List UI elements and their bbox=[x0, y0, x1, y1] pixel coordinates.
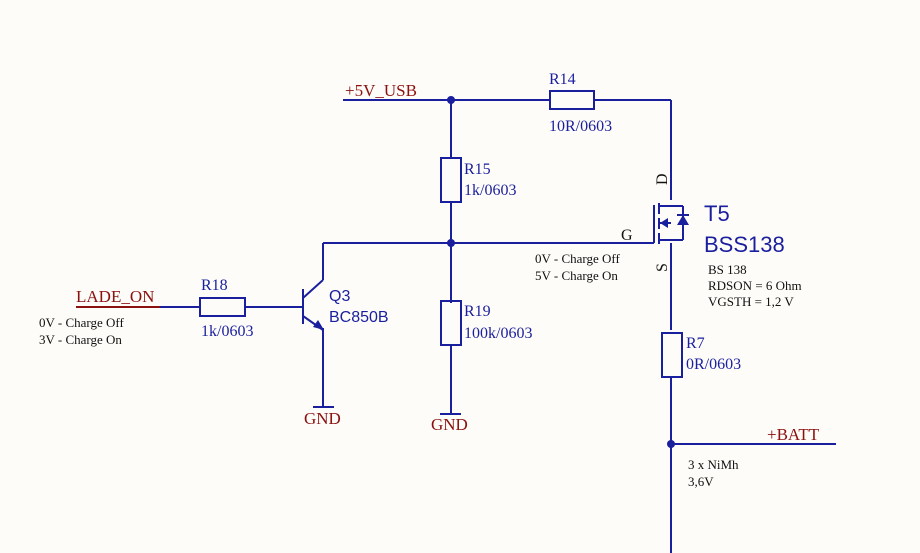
net-label-batt: +BATT bbox=[767, 425, 820, 444]
value-r7: 0R/0603 bbox=[686, 356, 741, 373]
resistor-r14[interactable]: R14 10R/0603 bbox=[549, 71, 612, 135]
resistor-r18[interactable]: R18 1k/0603 bbox=[199, 277, 253, 340]
pin-label-drain: D bbox=[654, 173, 671, 185]
note-line: 3V - Charge On bbox=[39, 332, 122, 347]
value-r15: 1k/0603 bbox=[464, 182, 516, 199]
emitter-arrow-icon bbox=[313, 320, 324, 330]
note-batt: 3 x NiMh 3,6V bbox=[688, 457, 739, 489]
net-label-5v-usb: +5V_USB bbox=[345, 81, 417, 100]
value-t5: BSS138 bbox=[704, 232, 785, 257]
value-r19: 100k/0603 bbox=[464, 325, 532, 342]
value-q3: BC850B bbox=[329, 309, 389, 326]
note-line: 0V - Charge Off bbox=[39, 315, 125, 330]
designator-r7: R7 bbox=[686, 335, 705, 352]
gnd-label-r19: GND bbox=[431, 415, 468, 434]
t5-note-1: BS 138 bbox=[708, 262, 747, 277]
note-lade-on: 0V - Charge Off 3V - Charge On bbox=[39, 315, 125, 347]
note-line: 3,6V bbox=[688, 474, 714, 489]
note-line: 5V - Charge On bbox=[535, 268, 618, 283]
body-arrow-icon bbox=[660, 218, 668, 228]
wires bbox=[160, 99, 836, 553]
t5-note-2: RDSON = 6 Ohm bbox=[708, 278, 802, 293]
resistor-body bbox=[440, 300, 462, 346]
note-gate: 0V - Charge Off 5V - Charge On bbox=[535, 251, 621, 283]
designator-r18: R18 bbox=[201, 277, 228, 294]
mosfet-t5[interactable]: D S G T5 BSS138 BS 138 RDSON = 6 Ohm VGS… bbox=[621, 173, 802, 309]
junction-dot bbox=[447, 96, 455, 104]
resistor-r15[interactable]: R15 1k/0603 bbox=[440, 157, 516, 203]
designator-r19: R19 bbox=[464, 303, 491, 320]
resistor-body bbox=[549, 90, 595, 110]
gnd-label-q3: GND bbox=[304, 409, 341, 428]
pin-label-source: S bbox=[654, 263, 671, 272]
designator-r15: R15 bbox=[464, 161, 491, 178]
body-diode-icon bbox=[677, 215, 689, 225]
junction-dot bbox=[667, 440, 675, 448]
net-label-lade-on: LADE_ON bbox=[76, 287, 154, 306]
resistor-r7[interactable]: R7 0R/0603 bbox=[661, 332, 741, 378]
t5-note-3: VGSTH = 1,2 V bbox=[708, 294, 794, 309]
resistor-body bbox=[440, 157, 462, 203]
designator-t5: T5 bbox=[704, 201, 730, 226]
transistor-q3[interactable]: Q3 BC850B bbox=[302, 279, 389, 331]
junction-dot bbox=[447, 239, 455, 247]
designator-r14: R14 bbox=[549, 71, 576, 88]
resistor-body bbox=[199, 297, 246, 317]
designator-q3: Q3 bbox=[329, 288, 350, 305]
pin-label-gate: G bbox=[621, 227, 633, 244]
collector-lead bbox=[302, 279, 324, 299]
note-line: 0V - Charge Off bbox=[535, 251, 621, 266]
gnd-symbol-q3: GND bbox=[304, 406, 341, 428]
note-line: 3 x NiMh bbox=[688, 457, 739, 472]
gnd-symbol-r19: GND bbox=[431, 413, 468, 434]
resistor-r19[interactable]: R19 100k/0603 bbox=[440, 300, 532, 346]
resistor-body bbox=[661, 332, 683, 378]
value-r14: 10R/0603 bbox=[549, 118, 612, 135]
value-r18: 1k/0603 bbox=[201, 323, 253, 340]
